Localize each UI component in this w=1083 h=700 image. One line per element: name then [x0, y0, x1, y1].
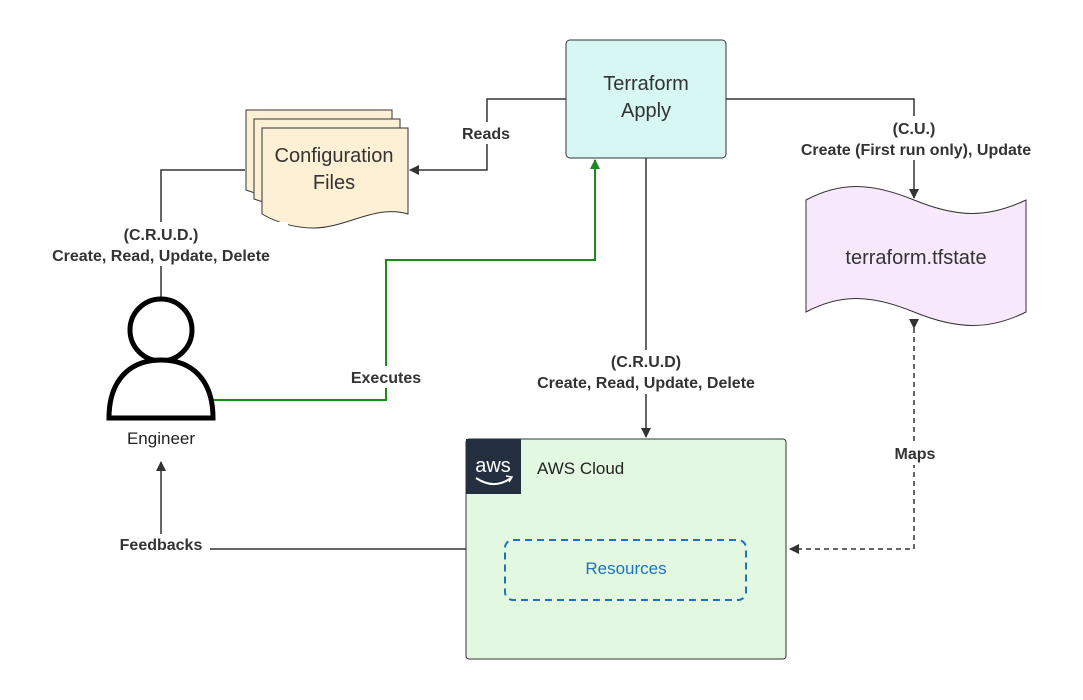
- person-icon-head: [127, 296, 195, 364]
- config-files-label-2: Files: [313, 172, 355, 194]
- edge-reads-label: Reads: [462, 126, 510, 143]
- edge-maps-line: [789, 319, 919, 554]
- resources-group[interactable]: Resources: [504, 539, 747, 601]
- edge-cu-state-line: [726, 98, 919, 199]
- aws-cloud-label: AWS Cloud: [537, 459, 624, 478]
- terraform-apply-node[interactable]: Terraform Apply: [565, 39, 727, 159]
- svg-text:aws: aws: [475, 455, 511, 477]
- terraform-apply-label-2: Apply: [621, 100, 671, 122]
- edge-cu-state-label-1: (C.U.): [893, 121, 936, 138]
- tfstate-node[interactable]: terraform.tfstate: [805, 186, 1027, 326]
- engineer-label: Engineer: [127, 429, 195, 448]
- edge-crud-config-label-1: (C.R.U.D.): [124, 227, 199, 244]
- config-files-label-1: Configuration: [275, 145, 394, 167]
- edge-feedbacks-label: Feedbacks: [120, 537, 203, 554]
- aws-cloud-group[interactable]: aws AWS Cloud: [465, 438, 787, 660]
- edge-crud-aws-label-2: Create, Read, Update, Delete: [537, 375, 755, 392]
- configuration-files-node[interactable]: Configuration Files: [245, 109, 409, 229]
- edge-crud-config-label-2: Create, Read, Update, Delete: [52, 248, 270, 265]
- tfstate-label: terraform.tfstate: [845, 247, 986, 269]
- edge-executes-label: Executes: [351, 370, 421, 387]
- person-icon-body: [106, 357, 216, 421]
- edge-crud-aws-label-1: (C.R.U.D): [611, 354, 681, 371]
- resources-label: Resources: [585, 559, 666, 578]
- engineer-node[interactable]: Engineer: [106, 296, 216, 448]
- terraform-apply-label-1: Terraform: [603, 73, 689, 95]
- aws-logo-icon: aws: [466, 439, 521, 494]
- edge-cu-state-label-2: Create (First run only), Update: [801, 142, 1031, 159]
- edge-maps-label: Maps: [895, 446, 936, 463]
